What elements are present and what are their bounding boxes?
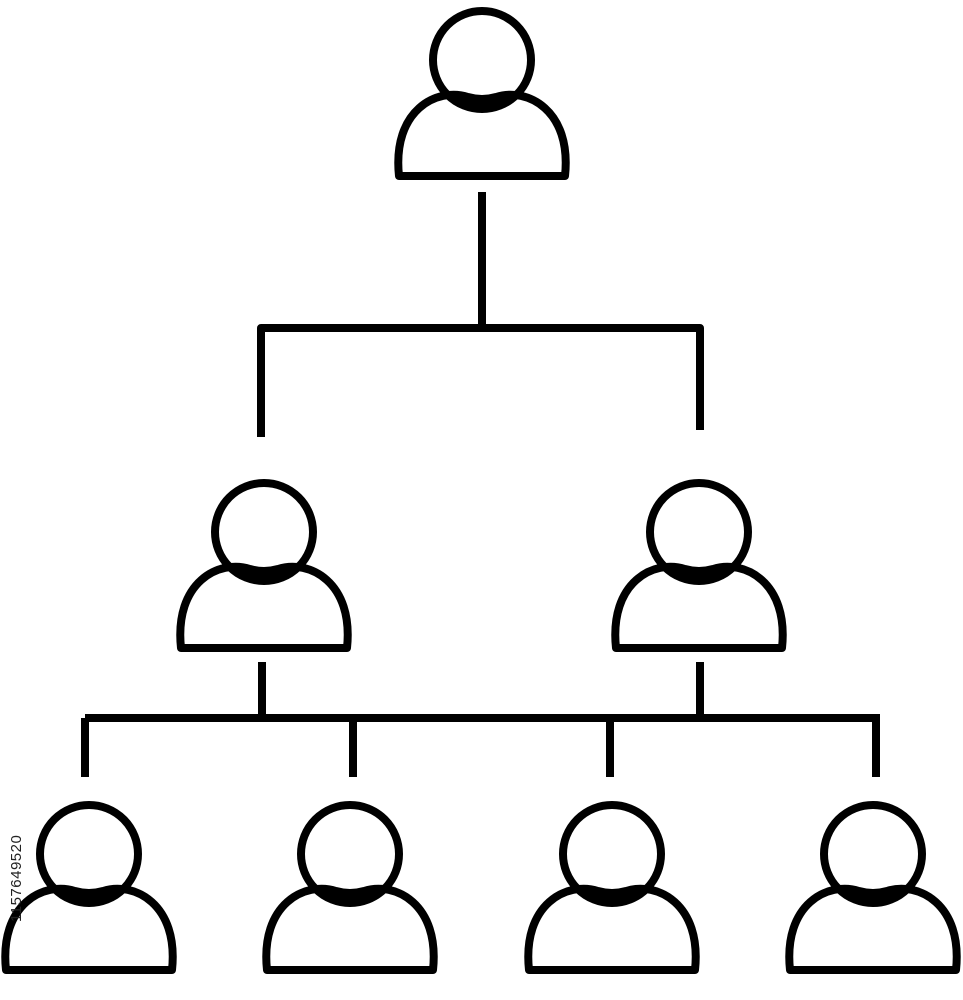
person-icon [266, 805, 433, 970]
connector-top-to-level-2 [257, 192, 704, 437]
person-icon [789, 805, 956, 970]
connector-level-2-to-level-3 [81, 662, 880, 777]
person-icon [398, 11, 565, 176]
watermark-stock-id: 1157649520 [8, 834, 25, 922]
person-icon [180, 483, 347, 648]
person-icon [528, 805, 695, 970]
person-icon [615, 483, 782, 648]
